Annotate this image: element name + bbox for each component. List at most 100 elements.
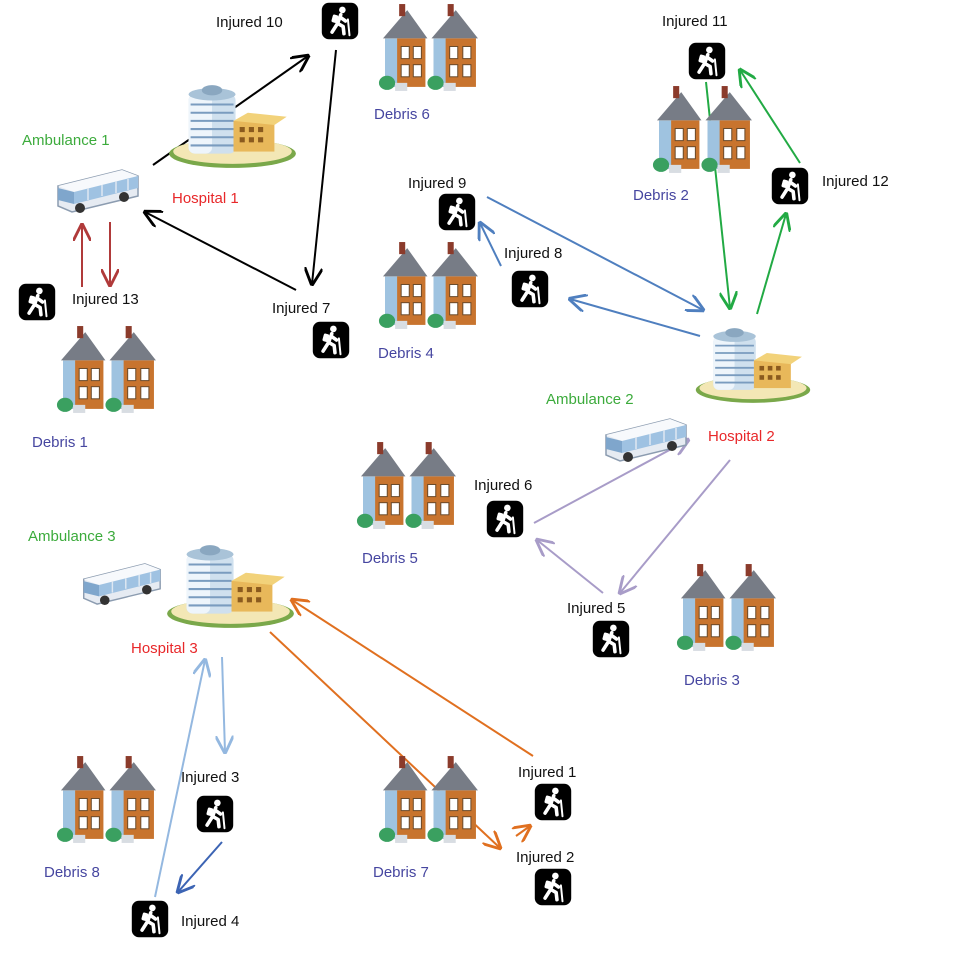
injured-3-label: Injured 3 — [181, 769, 239, 786]
injured-12: Injured 12 — [772, 168, 889, 204]
hiker-icon — [535, 784, 571, 820]
debris-6: Debris 6 — [374, 3, 479, 123]
injured-1-label: Injured 1 — [518, 764, 576, 781]
ambulance-3-left-route — [154, 656, 225, 898]
hiker-icon — [593, 621, 629, 657]
ambulance-1: Ambulance 1 — [22, 132, 139, 214]
debris-8: Debris 8 — [44, 755, 157, 881]
route-hospital3-to-injured3 — [222, 656, 225, 752]
hiker-icon — [439, 194, 475, 230]
hiker-icon — [19, 284, 55, 320]
ambulance-3-label: Ambulance 3 — [28, 528, 116, 545]
debris-7-label: Debris 7 — [373, 864, 429, 881]
debris-3: Debris 3 — [676, 563, 777, 689]
route-hospital2-to-injured8 — [570, 299, 701, 337]
hospital-1-label: Hospital 1 — [172, 190, 239, 207]
injured-9: Injured 9 — [408, 175, 475, 230]
houses-icon — [378, 3, 479, 92]
hospital-3-label: Hospital 3 — [131, 640, 198, 657]
bus-icon — [82, 563, 161, 606]
injured-4: Injured 4 — [132, 901, 239, 937]
houses-icon — [378, 755, 479, 844]
bus-icon — [605, 418, 687, 463]
route-injured1-to-hospital3 — [292, 600, 534, 757]
hospital-3: Hospital 3 — [131, 544, 295, 657]
hiker-icon — [313, 322, 349, 358]
route-injured3-to-injured4 — [178, 841, 223, 892]
hiker-icon — [132, 901, 168, 937]
hiker-icon — [197, 796, 233, 832]
injured-12-label: Injured 12 — [822, 173, 889, 190]
hiker-icon — [322, 3, 358, 39]
route-hospital2-to-injured5 — [620, 459, 731, 593]
injured-2-label: Injured 2 — [516, 849, 574, 866]
ambulance-1-route — [145, 49, 337, 291]
debris-8-label: Debris 8 — [44, 864, 100, 881]
hospital-1: Hospital 1 — [168, 84, 297, 207]
injured-8: Injured 8 — [504, 245, 562, 307]
injured-5-label: Injured 5 — [567, 600, 625, 617]
debris-4-label: Debris 4 — [378, 345, 434, 362]
route-injured10-to-injured7 — [312, 49, 337, 284]
hiker-icon — [772, 168, 808, 204]
debris-5-label: Debris 5 — [362, 550, 418, 567]
hospital-building-icon — [168, 84, 297, 169]
hospital-2: Hospital 2 — [694, 327, 812, 445]
ambulance-2-middle-route — [480, 196, 703, 337]
injured-8-label: Injured 8 — [504, 245, 562, 262]
injured-10: Injured 10 — [216, 3, 358, 39]
hiker-icon — [512, 271, 548, 307]
houses-icon — [378, 241, 479, 330]
route-injured8-to-injured9 — [480, 223, 502, 267]
route-injured5-to-injured6 — [537, 540, 604, 594]
injured-6: Injured 6 — [474, 477, 532, 537]
houses-icon — [356, 441, 457, 530]
debris-2: Debris 2 — [633, 85, 753, 204]
debris-1-label: Debris 1 — [32, 434, 88, 451]
debris-1: Debris 1 — [32, 325, 157, 451]
hospital-2-label: Hospital 2 — [708, 428, 775, 445]
houses-icon — [652, 85, 753, 174]
injured-13: Injured 13 — [19, 284, 139, 320]
hospital-building-icon — [694, 327, 812, 404]
ambulance-2: Ambulance 2 — [546, 391, 687, 463]
houses-icon — [56, 755, 157, 844]
route-injured4-to-hospital3 — [154, 660, 205, 898]
hiker-icon — [689, 43, 725, 79]
injured-6-label: Injured 6 — [474, 477, 532, 494]
injured-9-label: Injured 9 — [408, 175, 466, 192]
injured-13-label: Injured 13 — [72, 291, 139, 308]
houses-icon — [56, 325, 157, 414]
injured-11-label: Injured 11 — [662, 13, 728, 30]
debris-7: Debris 7 — [373, 755, 479, 881]
injured-11: Injured 11 — [662, 13, 728, 79]
injured-7-label: Injured 7 — [272, 300, 330, 317]
ambulance-3-left-return — [178, 841, 223, 892]
bus-icon — [57, 169, 139, 214]
houses-icon — [676, 563, 777, 652]
route-injured12-to-injured11 — [740, 70, 801, 164]
debris-2-label: Debris 2 — [633, 187, 689, 204]
route-injured9-to-hospital2 — [486, 196, 703, 310]
injured-5: Injured 5 — [567, 600, 629, 657]
debris-5: Debris 5 — [356, 441, 457, 567]
injured-2: Injured 2 — [516, 849, 574, 905]
ambulance-1-debris-route — [82, 222, 110, 287]
debris-3-label: Debris 3 — [684, 672, 740, 689]
injured-3: Injured 3 — [181, 769, 239, 832]
debris-4: Debris 4 — [378, 241, 479, 362]
route-injured2-to-injured1 — [516, 826, 530, 836]
injured-10-label: Injured 10 — [216, 14, 283, 31]
ambulance-1-label: Ambulance 1 — [22, 132, 110, 149]
injured-4-label: Injured 4 — [181, 913, 239, 930]
debris-6-label: Debris 6 — [374, 106, 430, 123]
ambulance-2-label: Ambulance 2 — [546, 391, 634, 408]
hiker-icon — [535, 869, 571, 905]
route-injured6-to-hospital2 — [533, 440, 688, 524]
injured-1: Injured 1 — [518, 764, 576, 820]
hospital-building-icon — [166, 544, 295, 629]
route-injured7-to-ambulance1 — [145, 212, 297, 291]
hiker-icon — [487, 501, 523, 537]
injured-7: Injured 7 — [272, 300, 349, 358]
